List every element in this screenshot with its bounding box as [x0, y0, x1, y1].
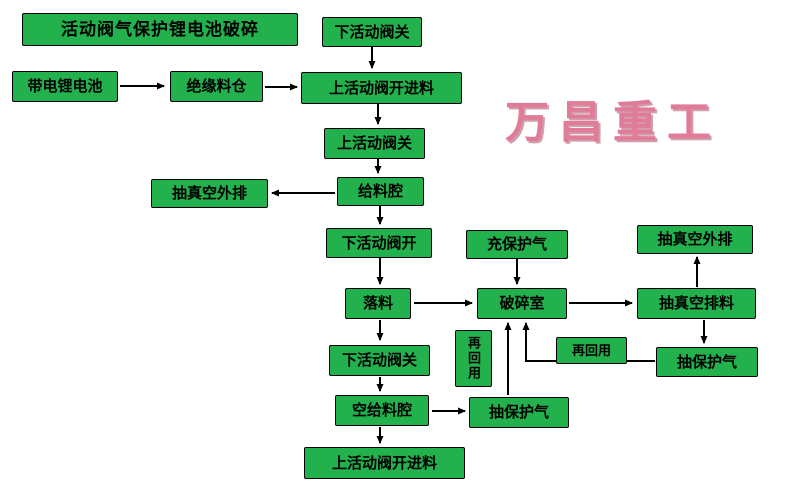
node-title: 活动阀气保护锂电池破碎: [22, 13, 298, 46]
node-drop-material: 落料: [345, 288, 411, 319]
node-crushing-chamber: 破碎室: [477, 288, 567, 319]
node-extract-protective-gas-bottom: 抽保护气: [469, 397, 569, 428]
node-insulation-silo: 绝缘料仓: [170, 71, 263, 102]
node-fill-protective-gas: 充保护气: [466, 230, 568, 259]
node-upper-valve-open-feed: 上活动阀开进料: [301, 72, 462, 104]
node-lower-valve-close-mid: 下活动阀关: [329, 345, 430, 376]
node-charged-battery: 带电锂电池: [12, 71, 118, 102]
node-extract-protective-gas-right: 抽保护气: [656, 347, 758, 377]
node-reuse-right: 再回用: [556, 337, 627, 364]
node-feed-chamber: 给料腔: [337, 177, 424, 206]
node-lower-valve-open: 下活动阀开: [326, 228, 432, 258]
node-empty-feed-chamber: 空给料腔: [335, 395, 429, 426]
node-vacuum-exhaust-left: 抽真空外排: [151, 179, 268, 208]
node-vacuum-discharge: 抽真空排料: [637, 288, 756, 319]
node-vacuum-exhaust-right: 抽真空外排: [637, 225, 753, 254]
node-upper-valve-open-feed-bottom: 上活动阀开进料: [304, 447, 465, 479]
node-lower-valve-close-top: 下活动阀关: [322, 17, 422, 47]
node-reuse-vertical: 再回用: [455, 330, 492, 387]
node-upper-valve-close: 上活动阀关: [324, 128, 425, 159]
